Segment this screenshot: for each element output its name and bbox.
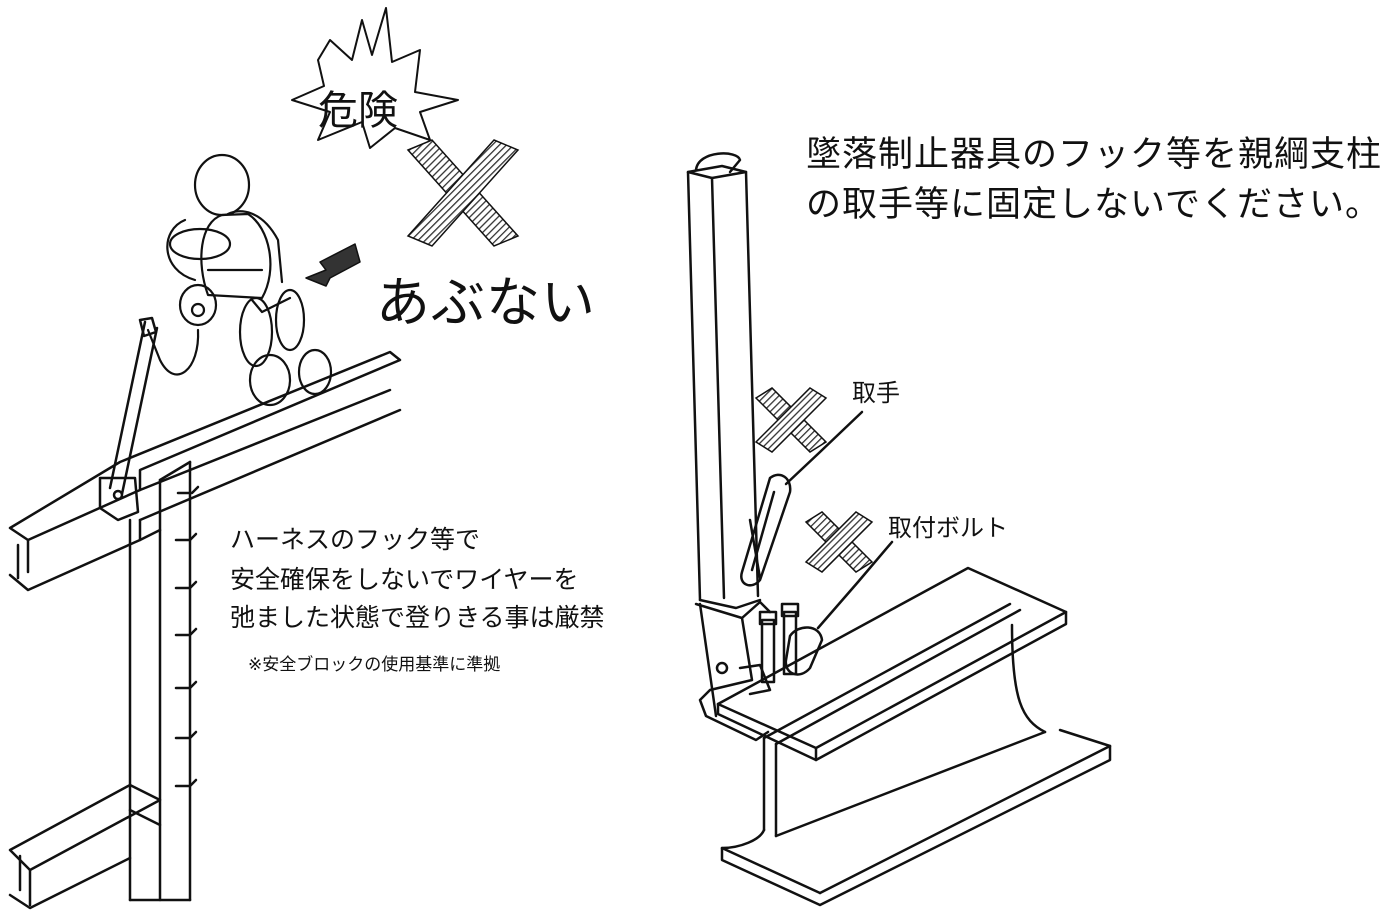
top-i-beam: [8, 350, 402, 592]
left-warning-line-2: 安全確保をしないでワイヤーを: [230, 565, 579, 594]
hook-on-handle: [740, 410, 864, 587]
danger-burst-shape: [291, 7, 459, 149]
bolt-label: 取付ボルト: [888, 514, 1008, 542]
right-i-beam: [716, 566, 1112, 907]
danger-label: 危険: [318, 88, 398, 134]
guardrail-post: [686, 152, 762, 610]
left-warning-line-1: ハーネスのフック等で: [230, 525, 481, 554]
right-warning-line-1: 墜落制止器具のフック等を親綱支柱: [806, 135, 1381, 175]
ladder-rungs: [174, 485, 200, 788]
hook-on-bolt: [784, 540, 894, 676]
left-warning-line-3: 弛ました状態で登りきる事は厳禁: [230, 603, 605, 632]
handle-label: 取手: [852, 379, 900, 407]
abunai-caption: あぶない: [376, 271, 596, 334]
right-warning-line-2: の取手等に固定しないでください。: [806, 185, 1381, 225]
steel-column: [128, 460, 192, 902]
attention-arrow: [305, 243, 361, 287]
prohibited-mark-bolt: [804, 511, 874, 573]
prohibited-mark-large: [406, 139, 520, 247]
prohibited-mark-handle: [754, 387, 828, 453]
bottom-i-beam: [8, 783, 162, 910]
standard-note: ※安全ブロックの使用基準に準拠: [248, 655, 501, 675]
left-stanchion: [98, 316, 159, 522]
mounting-bolts: [758, 602, 800, 684]
worker-figure: [146, 153, 333, 407]
